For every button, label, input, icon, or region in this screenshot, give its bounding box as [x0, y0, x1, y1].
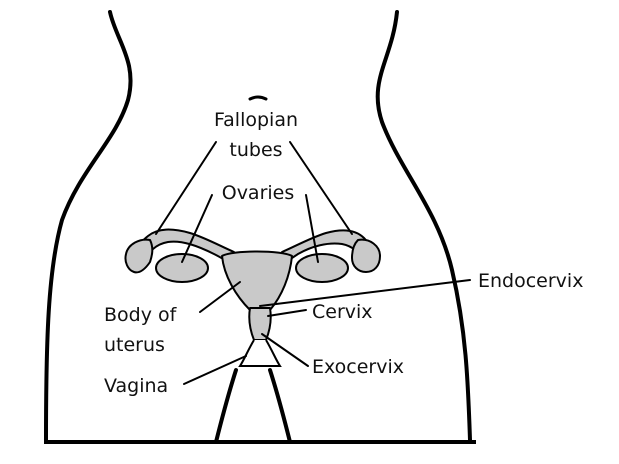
leader-fallopian-left — [155, 141, 217, 235]
right-ovary — [295, 253, 349, 283]
right-thigh-line — [268, 368, 292, 444]
label-cervix: Cervix — [312, 301, 373, 323]
label-endocervix: Endocervix — [478, 270, 583, 292]
body-silhouette — [44, 10, 476, 444]
leader-fallopian-right — [289, 141, 353, 235]
leader-cervix — [267, 309, 307, 317]
body-outline-left — [44, 10, 133, 442]
leader-ovary-right — [305, 194, 319, 263]
reproductive-organs — [124, 228, 381, 367]
left-ovary — [155, 253, 209, 283]
label-vagina: Vagina — [104, 375, 168, 397]
leader-ovary-left — [181, 194, 213, 263]
label-body-of-uterus-line2: uterus — [104, 334, 165, 356]
label-fallopian-line2: tubes — [229, 139, 282, 161]
leader-endocervix — [259, 279, 471, 307]
leader-lines — [155, 141, 471, 385]
vagina-shape — [238, 339, 282, 367]
cervix-shape — [248, 307, 272, 341]
left-thigh-line — [214, 368, 238, 444]
label-body-of-uterus-line1: Body of — [104, 304, 178, 326]
navel — [248, 95, 268, 101]
leader-body-of-uterus — [199, 281, 241, 313]
leader-exocervix — [261, 333, 309, 367]
right-fimbriae — [351, 238, 381, 273]
labels: Fallopian tubes Ovaries Endocervix Body … — [104, 109, 583, 397]
uterus-body — [221, 250, 293, 311]
left-fimbriae — [124, 238, 154, 274]
label-fallopian-line1: Fallopian — [214, 109, 298, 131]
label-exocervix: Exocervix — [312, 356, 404, 378]
body-outline-right — [375, 10, 472, 442]
leader-vagina — [183, 355, 247, 385]
label-ovaries: Ovaries — [222, 182, 295, 204]
